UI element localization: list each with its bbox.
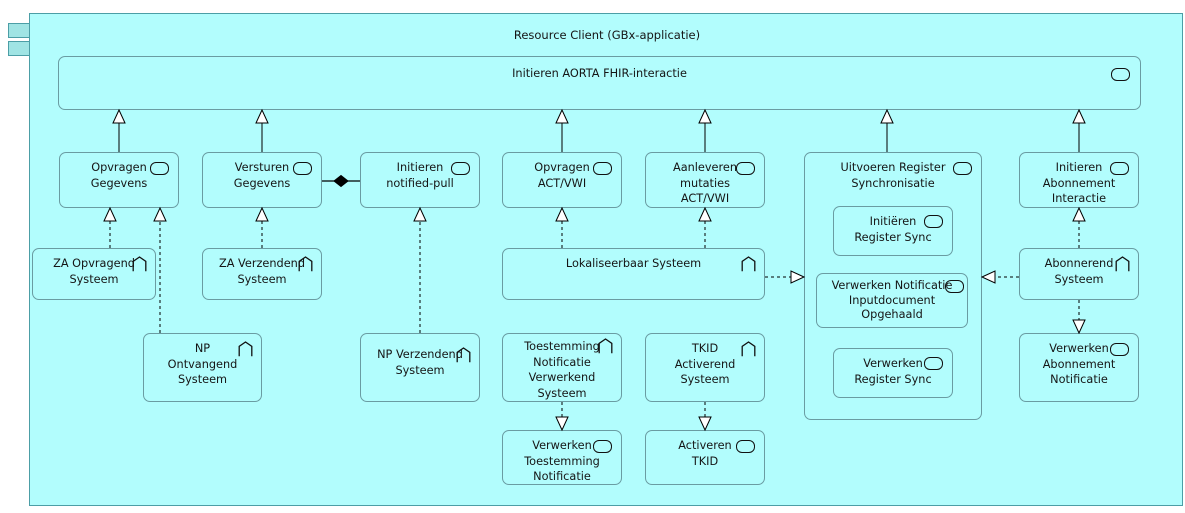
node-label: NP Ontvangend Systeem <box>167 342 238 386</box>
node-label: Versturen Gegevens <box>233 161 291 190</box>
node-label: ZA Opvragend Systeem <box>53 257 135 286</box>
node-initieren-notified-pull[interactable]: Initieren notified-pull <box>360 152 480 208</box>
node-label: Uitvoeren Register Synchronisatie <box>840 161 946 190</box>
node-label: Lokaliseerbaar Systeem <box>565 257 702 270</box>
node-tkid-activerend-systeem[interactable]: TKID Activerend Systeem <box>645 333 765 402</box>
node-label: Abonnerend Systeem <box>1044 257 1114 286</box>
node-opvragen-act-vwi[interactable]: Opvragen ACT/VWI <box>502 152 622 208</box>
node-opvragen-gegevens[interactable]: Opvragen Gegevens <box>59 152 179 208</box>
group-title: Resource Client (GBx-applicatie) <box>513 28 701 42</box>
node-label: Verwerken Register Sync <box>854 357 932 386</box>
node-za-verzendend-systeem[interactable]: ZA Verzendend Systeem <box>202 248 322 300</box>
node-label: Initieren Abonnement Interactie <box>1042 161 1116 205</box>
node-np-ontvangend-systeem[interactable]: NP Ontvangend Systeem <box>143 333 262 402</box>
node-label: Opvragen Gegevens <box>90 161 148 190</box>
node-label: Initiëren Register Sync <box>854 215 932 244</box>
node-toestemming-notificatie-verwerkend-systeem[interactable]: Toestemming Notificatie Verwerkend Syste… <box>502 333 622 402</box>
node-label: Activeren TKID <box>678 439 732 468</box>
node-initieren-aorta-fhir-interactie[interactable]: Initieren AORTA FHIR-interactie <box>58 56 1141 110</box>
node-label: NP Verzendend Systeem <box>377 348 463 377</box>
node-activeren-tkid[interactable]: Activeren TKID <box>645 430 765 485</box>
node-initieren-abonnement-interactie[interactable]: Initieren Abonnement Interactie <box>1019 152 1139 208</box>
node-versturen-gegevens[interactable]: Versturen Gegevens <box>202 152 322 208</box>
node-label: Aanleveren mutaties ACT/VWI <box>672 161 738 205</box>
node-abonnerend-systeem[interactable]: Abonnerend Systeem <box>1019 248 1139 300</box>
node-label: ZA Verzendend Systeem <box>219 257 305 286</box>
node-np-verzendend-systeem[interactable]: NP Verzendend Systeem <box>360 333 480 402</box>
node-label: Initieren AORTA FHIR-interactie <box>512 67 687 80</box>
node-verwerken-notificatie-inputdocument-opgehaald[interactable]: Verwerken Notificatie Inputdocument Opge… <box>816 273 968 328</box>
group-tab-upper <box>8 23 30 38</box>
node-label: Initieren notified-pull <box>386 161 454 190</box>
node-label: Opvragen ACT/VWI <box>534 161 590 190</box>
node-label: Verwerken Abonnement Notificatie <box>1042 342 1116 386</box>
node-lokaliseerbaar-systeem[interactable]: Lokaliseerbaar Systeem <box>502 248 765 300</box>
node-verwerken-abonnement-notificatie[interactable]: Verwerken Abonnement Notificatie <box>1019 333 1139 402</box>
node-za-opvragend-systeem[interactable]: ZA Opvragend Systeem <box>32 248 156 300</box>
group-tab-lower <box>8 41 30 56</box>
node-label: TKID Activerend Systeem <box>674 342 736 386</box>
node-verwerken-toestemming-notificatie[interactable]: Verwerken Toestemming Notificatie <box>502 430 622 485</box>
node-verwerken-register-sync[interactable]: Verwerken Register Sync <box>833 348 953 398</box>
node-label: Verwerken Notificatie Inputdocument Opge… <box>831 279 953 321</box>
node-label: Toestemming Notificatie Verwerkend Syste… <box>524 340 600 400</box>
node-aanleveren-mutaties-act-vwi[interactable]: Aanleveren mutaties ACT/VWI <box>645 152 765 208</box>
node-label: Verwerken Toestemming Notificatie <box>524 439 600 483</box>
node-initieren-register-sync[interactable]: Initiëren Register Sync <box>833 206 953 256</box>
